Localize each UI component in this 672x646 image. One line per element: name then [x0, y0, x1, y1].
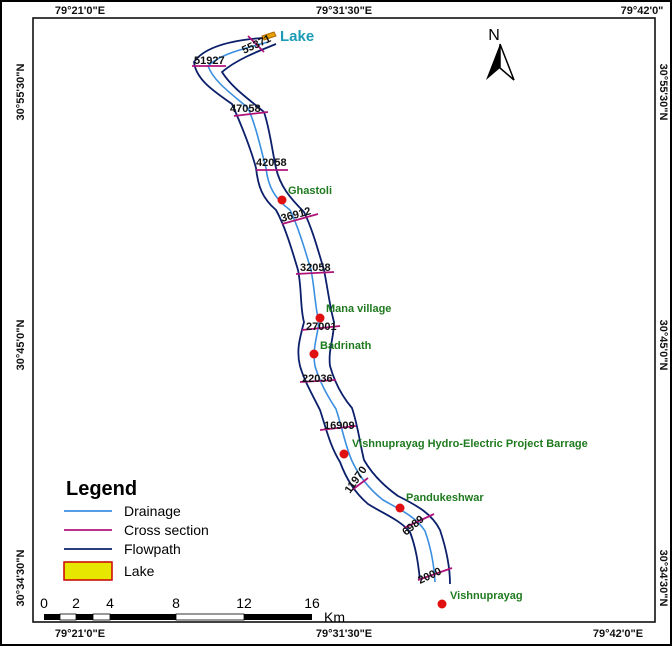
- xs-label-47058: 47058: [230, 103, 261, 115]
- place-marker-barrage: [339, 449, 349, 459]
- scale-tick-0: 0: [40, 595, 48, 611]
- place-marker-pandukeshwar: [395, 503, 405, 513]
- left-tick-2: 30°45'0"N: [15, 320, 27, 371]
- cross-section-line-11: [403, 513, 435, 529]
- xs-label-22036: 22036: [302, 373, 333, 385]
- place-marker-mana: [315, 313, 325, 323]
- right-tick-2: 30°45'0"N: [657, 320, 669, 371]
- legend-title: Legend: [66, 478, 137, 500]
- bottom-tick-1: 79°21'0"E: [55, 628, 105, 640]
- legend-lake-icon: [63, 561, 113, 581]
- cross-section-line-9: [319, 425, 357, 431]
- bottom-tick-3: 79°42'0"E: [593, 628, 643, 640]
- cross-section-line-3: [233, 111, 269, 117]
- place-label-ghastoli: Ghastoli: [288, 185, 332, 197]
- scale-tick-8: 8: [172, 595, 180, 611]
- north-arrow-icon: N: [486, 27, 515, 81]
- place-label-pandukeshwar: Pandukeshwar: [406, 492, 484, 504]
- lake-label: Lake: [280, 28, 314, 45]
- place-marker-badrinath: [309, 349, 319, 359]
- place-label-mana: Mana village: [326, 303, 391, 315]
- cross-section-line-7: [301, 325, 341, 331]
- right-tick-3: 30°34'30"N: [657, 550, 669, 607]
- map-frame: [32, 17, 656, 623]
- scale-tick-12: 12: [236, 595, 252, 611]
- legend-label-cross-section: Cross section: [124, 522, 209, 538]
- cross-section-line-6: [295, 271, 335, 275]
- right-tick-1: 30°55'30"N: [657, 64, 669, 121]
- left-tick-1: 30°55'30"N: [15, 64, 27, 121]
- place-label-vishnuprayag: Vishnuprayag: [450, 590, 523, 602]
- legend-label-flowpath: Flowpath: [124, 541, 181, 557]
- top-tick-1: 79°21'0"E: [55, 5, 105, 17]
- top-tick-3: 79°42'0": [621, 5, 664, 17]
- scale-unit: Km: [324, 609, 345, 625]
- place-marker-ghastoli: [277, 195, 287, 205]
- left-tick-3: 30°34'30"N: [15, 550, 27, 607]
- cross-section-line-1: [247, 35, 265, 53]
- cross-section-line-10: [351, 477, 369, 491]
- cross-section-line-12: [417, 567, 453, 581]
- xs-label-16909: 16909: [324, 420, 355, 432]
- scale-tick-16: 16: [304, 595, 320, 611]
- cross-section-line-5: [281, 213, 319, 225]
- legend-label-drainage: Drainage: [124, 503, 181, 519]
- legend-label-lake: Lake: [124, 563, 155, 579]
- xs-label-32058: 32058: [300, 262, 331, 274]
- top-tick-2: 79°31'30"E: [316, 5, 372, 17]
- scale-bar: 0 2 4 8 12 16 Km: [40, 595, 345, 625]
- flowpath-left-bank: [193, 37, 421, 581]
- scale-tick-2: 2: [72, 595, 80, 611]
- xs-label-27001: 27001: [306, 321, 337, 333]
- xs-label-51927: 51927: [194, 55, 225, 67]
- legend: Legend Drainage Cross section Flowpath L…: [63, 478, 209, 581]
- cross-section-line-8: [299, 379, 337, 383]
- cross-sections: [192, 35, 453, 581]
- bottom-tick-2: 79°31'30"E: [316, 628, 372, 640]
- xs-label-42058: 42058: [256, 157, 287, 169]
- lake-shape: [261, 31, 277, 41]
- place-label-badrinath: Badrinath: [320, 340, 372, 352]
- scale-tick-4: 4: [106, 595, 114, 611]
- place-label-barrage: Vishnuprayag Hydro-Electric Project Barr…: [352, 438, 588, 450]
- place-marker-vishnuprayag: [437, 599, 447, 609]
- north-label: N: [488, 27, 500, 44]
